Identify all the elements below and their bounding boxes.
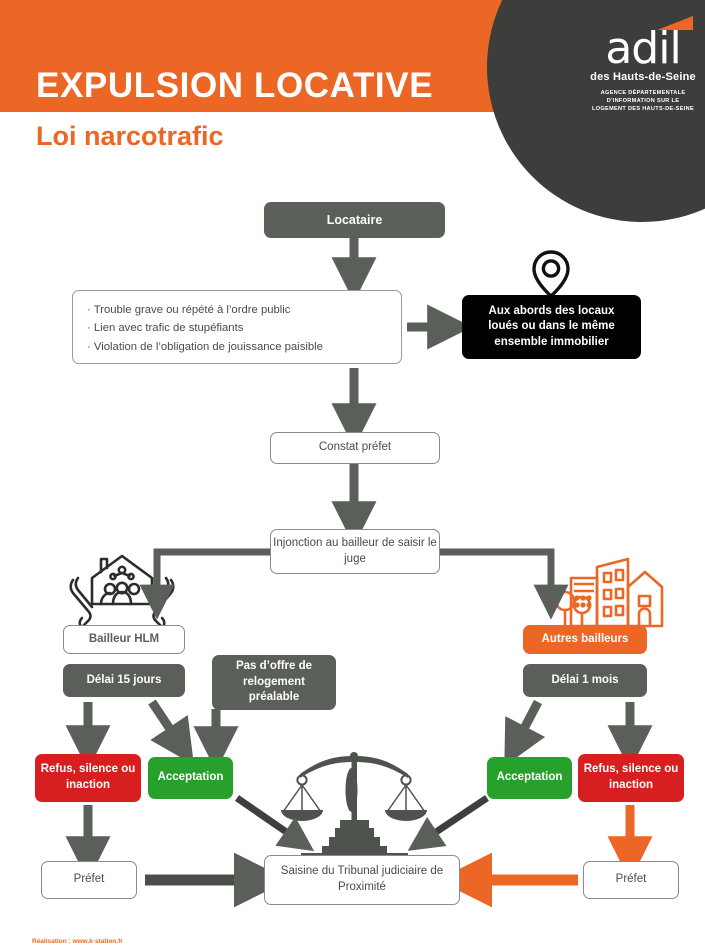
- adil-tagline-line-3: LOGEMENT DES HAUTS-DE-SEINE: [592, 106, 694, 113]
- adil-logo: adil des Hauts-de-Seine AGENCE DÉPARTEME…: [588, 16, 698, 113]
- page-subtitle: Loi narcotrafic: [36, 121, 224, 151]
- node-conditions-list: · Trouble grave ou répété à l’ordre publ…: [72, 290, 402, 364]
- condition-item-1: · Trouble grave ou répété à l’ordre publ…: [87, 304, 291, 316]
- node-prefect-finding[interactable]: Constat préfet: [270, 432, 440, 464]
- adil-tagline-line-2: D'INFORMATION SUR LE: [606, 97, 680, 104]
- adil-logo-wordmark: adil: [588, 16, 698, 71]
- map-pin-icon: [532, 250, 570, 299]
- node-prefect-left[interactable]: Préfet: [41, 861, 137, 899]
- adil-logo-tagline: AGENCE DÉPARTEMENTALE D'INFORMATION SUR …: [588, 89, 698, 113]
- node-prefect-right[interactable]: Préfet: [583, 861, 679, 899]
- adil-logo-region: des Hauts-de-Seine: [590, 70, 696, 83]
- node-delay-left: Délai 15 jours: [63, 664, 185, 697]
- condition-item-2: · Lien avec trafic de stupéfiants: [87, 322, 244, 335]
- node-landlord-hlm[interactable]: Bailleur HLM: [63, 625, 185, 654]
- page-title: EXPULSION LOCATIVE: [36, 66, 434, 105]
- footer-credit: Réalisation : www.k-station.fr: [32, 938, 123, 945]
- node-tenant[interactable]: Locataire: [264, 202, 445, 238]
- buildings-icon: [554, 557, 664, 628]
- node-landlord-other[interactable]: Autres bailleurs: [523, 625, 647, 654]
- scales-of-justice-icon: [281, 752, 427, 861]
- node-refusal-left: Refus, silence ou inaction: [35, 754, 141, 802]
- house-in-hands-icon: [69, 554, 175, 636]
- node-refusal-right: Refus, silence ou inaction: [578, 754, 684, 802]
- adil-logo-roof-icon: [657, 16, 693, 30]
- adil-logo-text: adil: [605, 23, 681, 74]
- condition-item-3: · Violation de l’obligation de jouissanc…: [87, 340, 323, 353]
- node-delay-right: Délai 1 mois: [523, 664, 647, 697]
- node-acceptance-right: Acceptation: [487, 757, 572, 799]
- node-no-rehousing-offer: Pas d’offre de relogement préalable: [212, 655, 336, 710]
- node-injunction[interactable]: Injonction au bailleur de saisir le juge: [270, 529, 440, 574]
- node-acceptance-left: Acceptation: [148, 757, 233, 799]
- node-location-scope: Aux abords des locaux loués ou dans le m…: [462, 295, 641, 359]
- adil-tagline-line-1: AGENCE DÉPARTEMENTALE: [600, 89, 686, 96]
- node-court-referral[interactable]: Saisine du Tribunal judiciaire de Proxim…: [264, 855, 460, 905]
